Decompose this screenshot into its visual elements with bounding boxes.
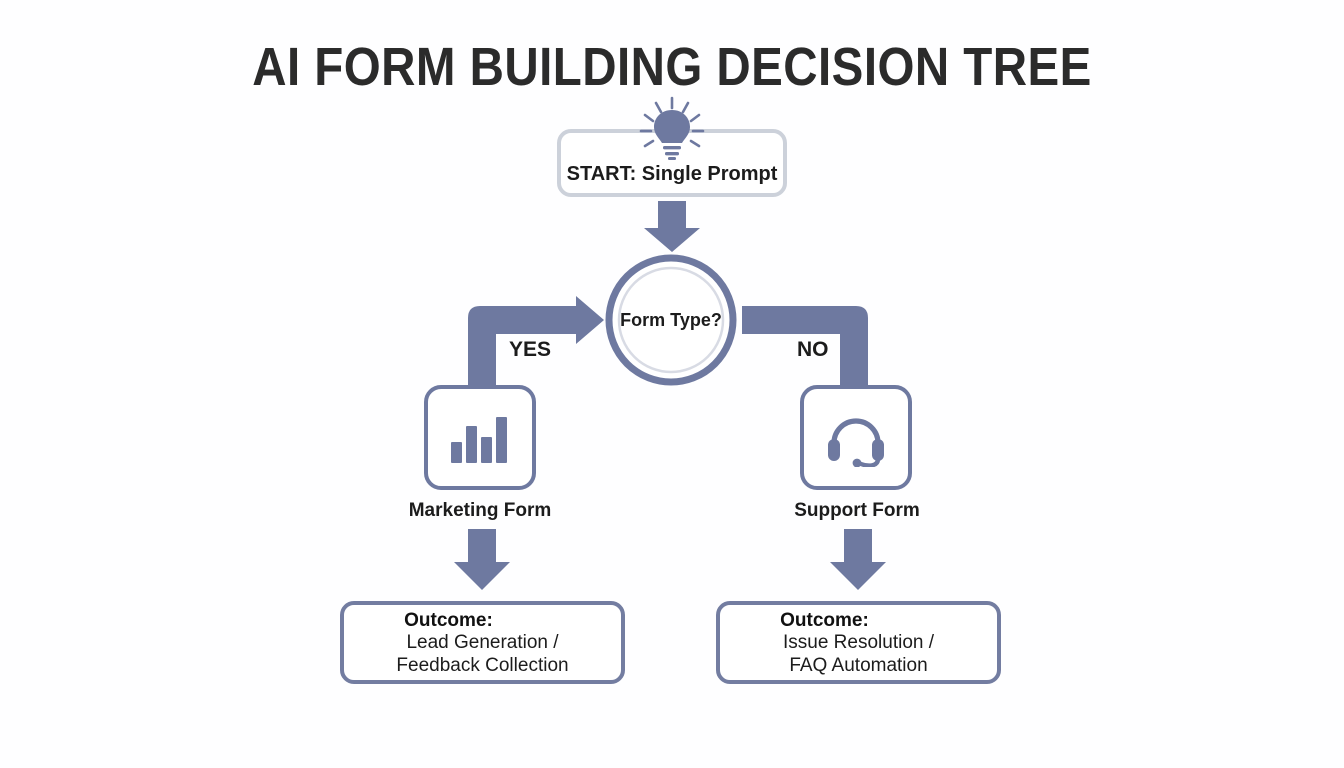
outcome-right-title: Outcome: xyxy=(780,609,869,631)
arrow-support-to-outcome xyxy=(830,529,886,590)
outcome-left-node[interactable]: Outcome: Lead Generation / Feedback Coll… xyxy=(340,601,625,684)
outcome-right-line2: FAQ Automation xyxy=(789,654,928,676)
outcome-right-line1: Issue Resolution / xyxy=(782,632,935,654)
support-form-node[interactable] xyxy=(800,385,912,490)
support-form-caption: Support Form xyxy=(794,500,920,521)
start-node-label: START: Single Prompt xyxy=(566,163,778,185)
bar-chart-icon xyxy=(451,416,507,463)
lightbulb-icon xyxy=(639,96,705,160)
outcome-left-line2: Feedback Collection xyxy=(396,654,569,676)
arrow-start-to-decision xyxy=(644,201,700,252)
outcome-left-line1: Lead Generation / xyxy=(406,632,559,654)
branch-label-yes: YES xyxy=(509,338,552,361)
headset-icon xyxy=(828,417,884,467)
branch-label-no: NO xyxy=(797,338,829,361)
marketing-form-caption: Marketing Form xyxy=(408,500,552,521)
marketing-form-node[interactable] xyxy=(424,385,536,490)
page-title: AI FORM BUILDING DECISION TREE xyxy=(252,37,1092,97)
outcome-left-title: Outcome: xyxy=(404,609,493,631)
decision-node-label: Form Type? xyxy=(620,309,722,330)
outcome-right-node[interactable]: Outcome: Issue Resolution / FAQ Automati… xyxy=(716,601,1001,684)
decision-node[interactable]: Form Type? xyxy=(600,255,742,385)
arrow-marketing-to-outcome xyxy=(454,529,510,590)
